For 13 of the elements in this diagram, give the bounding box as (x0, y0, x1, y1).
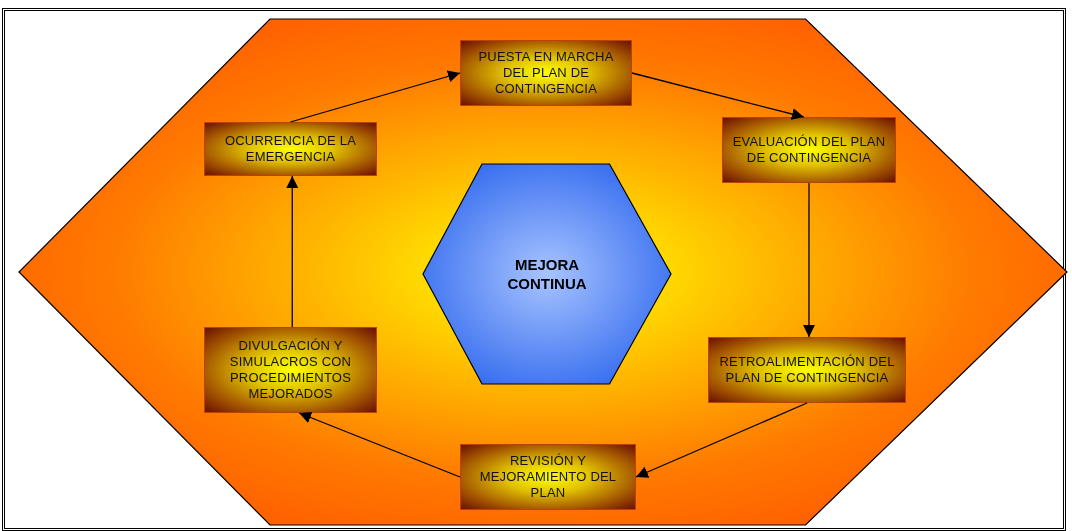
arrow (298, 411, 461, 478)
arrow (286, 175, 299, 328)
node-label: MEJORA CONTINUA (506, 254, 588, 294)
process-box: EVALUACIÓN DEL PLAN DE CONTINGENCIA (722, 117, 896, 183)
process-box: REVISIÓN Y MEJORAMIENTO DEL PLAN (460, 444, 636, 510)
process-box: DIVULGACIÓN Y SIMULACROS CON PROCEDIMIENTOS MEJORADOS (204, 327, 377, 413)
arrow (635, 402, 808, 478)
process-box: PUESTA EN MARCHA DEL PLAN DE CONTINGENCIA (460, 40, 632, 106)
arrow (631, 72, 805, 120)
process-box: OCURRENCIA DE LA EMERGENCIA (204, 122, 377, 176)
arrow (289, 70, 461, 123)
process-box: RETROALIMENTACIÓN DEL PLAN DE CONTINGENCIA (708, 337, 906, 403)
arrow (803, 182, 815, 338)
